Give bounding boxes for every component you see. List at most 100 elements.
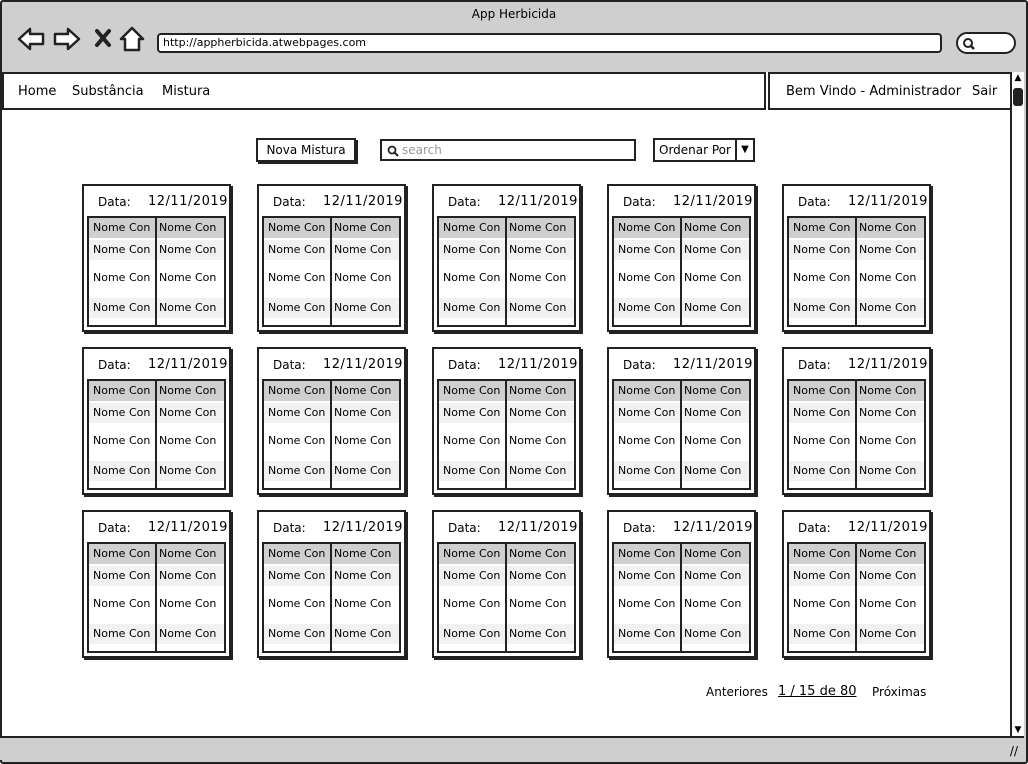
- column-divider: [855, 544, 857, 651]
- table-cell: Nome Con: [684, 627, 742, 640]
- resize-grip-icon[interactable]: //: [1009, 744, 1018, 758]
- search-input[interactable]: [402, 142, 628, 158]
- table-cell: Nome Con: [618, 221, 676, 234]
- forward-arrow-icon[interactable]: [52, 25, 82, 53]
- table-cell: Nome Con: [618, 597, 676, 610]
- scroll-thumb[interactable]: [1013, 88, 1023, 106]
- table-cell: Nome Con: [334, 243, 392, 256]
- menu-item-substancia[interactable]: Substância: [72, 84, 144, 99]
- table-cell: Nome Con: [793, 597, 851, 610]
- table-cell: Nome Con: [509, 406, 567, 419]
- table-cell: Nome Con: [443, 406, 501, 419]
- column-divider: [155, 218, 157, 325]
- logout-link[interactable]: Sair: [972, 84, 998, 99]
- page-content: Home Substância Mistura Bem Vindo - Admi…: [2, 72, 1012, 736]
- table-cell: Nome Con: [443, 597, 501, 610]
- table-cell: Nome Con: [93, 301, 151, 314]
- table-cell: Nome Con: [268, 597, 326, 610]
- table-cell: Nome Con: [334, 627, 392, 640]
- column-divider: [680, 544, 682, 651]
- table-cell: Nome Con: [859, 547, 917, 560]
- table-cell: Nome Con: [159, 464, 217, 477]
- table-cell: Nome Con: [93, 434, 151, 447]
- table-cell: Nome Con: [509, 243, 567, 256]
- card-date: 12/11/2019: [498, 194, 578, 209]
- close-icon[interactable]: [88, 25, 118, 53]
- table-cell: Nome Con: [159, 221, 217, 234]
- table-cell: Nome Con: [334, 464, 392, 477]
- table-cell: Nome Con: [684, 597, 742, 610]
- table-cell: Nome Con: [618, 547, 676, 560]
- table-cell: Nome Con: [684, 301, 742, 314]
- scroll-up-icon[interactable]: ▲: [1014, 73, 1022, 83]
- table-row: Nome Con Nome Con: [439, 594, 574, 614]
- scroll-down-icon[interactable]: ▼: [1014, 725, 1022, 735]
- table-cell: Nome Con: [509, 597, 567, 610]
- column-divider: [505, 381, 507, 488]
- browser-search-button[interactable]: [956, 32, 1016, 54]
- chevron-down-icon[interactable]: ▼: [735, 140, 753, 160]
- table-cell: Nome Con: [93, 221, 151, 234]
- table-cell: Nome Con: [443, 464, 501, 477]
- pagination-previous[interactable]: Anteriores: [706, 685, 768, 699]
- table-cell: Nome Con: [268, 569, 326, 582]
- sort-dropdown[interactable]: Ordenar Por ▼: [653, 138, 755, 162]
- table-cell: Nome Con: [793, 243, 851, 256]
- card-date: 12/11/2019: [673, 520, 753, 535]
- table-cell: Nome Con: [793, 384, 851, 397]
- home-icon[interactable]: [117, 25, 147, 53]
- card-date: 12/11/2019: [848, 194, 928, 209]
- pagination-next[interactable]: Próximas: [872, 685, 927, 699]
- card-date-label: Data:: [798, 358, 831, 372]
- table-cell: Nome Con: [443, 243, 501, 256]
- table-cell: Nome Con: [93, 569, 151, 582]
- table-cell: Nome Con: [93, 547, 151, 560]
- table-cell: Nome Con: [859, 243, 917, 256]
- new-mixture-button[interactable]: Nova Mistura: [256, 138, 356, 162]
- card-date-label: Data:: [98, 358, 131, 372]
- table-cell: Nome Con: [93, 597, 151, 610]
- table-cell: Nome Con: [93, 627, 151, 640]
- menu-item-home[interactable]: Home: [18, 84, 57, 99]
- url-bar[interactable]: http://appherbicida.atwebpages.com: [157, 33, 942, 53]
- table-cell: Nome Con: [334, 301, 392, 314]
- table-cell: Nome Con: [618, 384, 676, 397]
- table-cell: Nome Con: [159, 384, 217, 397]
- table-cell: Nome Con: [443, 547, 501, 560]
- column-divider: [330, 381, 332, 488]
- table-cell: Nome Con: [443, 434, 501, 447]
- search-field[interactable]: [380, 139, 636, 161]
- table-cell: Nome Con: [268, 547, 326, 560]
- table-cell: Nome Con: [268, 243, 326, 256]
- menu-item-mistura[interactable]: Mistura: [162, 84, 211, 99]
- back-arrow-icon[interactable]: [16, 25, 46, 53]
- pagination-info[interactable]: 1 / 15 de 80: [778, 684, 857, 699]
- vertical-scrollbar[interactable]: ▲ ▼: [1010, 72, 1024, 736]
- card-date: 12/11/2019: [323, 194, 403, 209]
